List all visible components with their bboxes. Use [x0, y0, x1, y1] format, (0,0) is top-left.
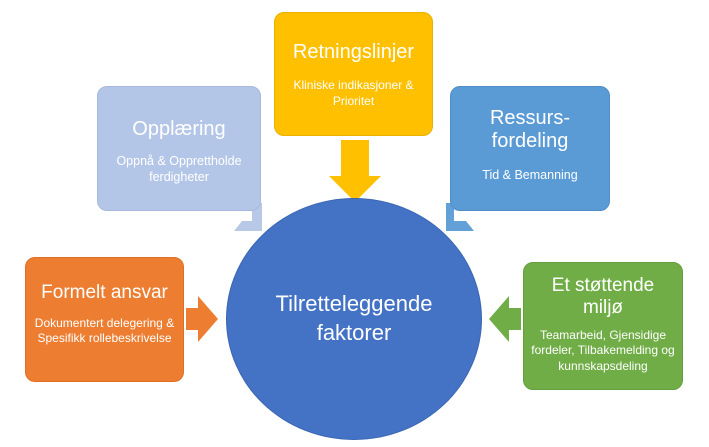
node-title: Et støttende miljø — [551, 275, 655, 318]
node-subtitle: Teamarbeid, Gjensidige fordeler, Tilbake… — [531, 327, 675, 373]
node-ressursfordeling: Ressurs-fordeling Tid & Bemanning — [450, 86, 610, 211]
node-subtitle: Dokumentert delegering & Spesifikk rolle… — [34, 315, 175, 346]
node-opplaering: Opplæring Oppnå & Opprettholde ferdighet… — [97, 86, 261, 211]
node-title: Ressurs-fordeling — [489, 107, 570, 152]
node-formelt-ansvar: Formelt ansvar Dokumentert delegering & … — [25, 257, 184, 382]
node-title: Retningslinjer — [292, 41, 415, 63]
node-subtitle: Tid & Bemanning — [482, 168, 578, 182]
node-title: Formelt ansvar — [41, 282, 168, 303]
node-subtitle: Kliniske indikasjoner & Prioritet — [293, 78, 414, 108]
node-retningslinjer: Retningslinjer Kliniske indikasjoner & P… — [274, 12, 433, 136]
center-circle: Tilretteleggende faktorer — [226, 198, 482, 440]
arrow-retningslinjer — [329, 140, 381, 202]
arrow-miljo — [489, 296, 521, 342]
arrow-formelt — [186, 296, 218, 342]
arrow-ressurs — [446, 203, 474, 231]
node-subtitle: Oppnå & Opprettholde ferdigheter — [116, 154, 242, 185]
node-stottende-miljo: Et støttende miljø Teamarbeid, Gjensidig… — [523, 262, 683, 390]
node-title: Opplæring — [132, 118, 226, 140]
center-label: Tilretteleggende faktorer — [275, 291, 433, 345]
